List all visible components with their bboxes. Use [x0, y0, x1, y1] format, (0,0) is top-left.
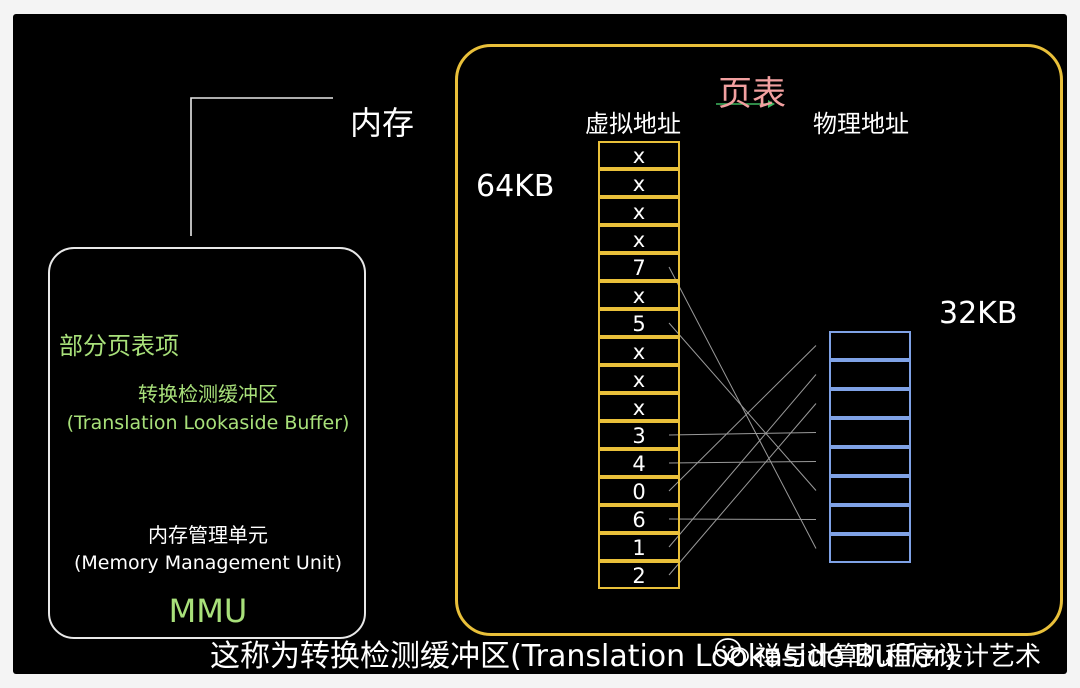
memory-bracket-line — [190, 97, 333, 236]
mmu-box — [48, 247, 366, 639]
virtual-page-entry: 2 — [598, 561, 680, 589]
physical-space-size: 32KB — [939, 296, 1018, 331]
virtual-page-entry: x — [598, 365, 680, 393]
virtual-page-entry: x — [598, 225, 680, 253]
physical-frame — [829, 476, 911, 505]
page-table-box — [455, 44, 1063, 636]
watermark-text: 禅与计算机程序设计艺术 — [755, 642, 1042, 672]
mapping-line — [668, 432, 817, 436]
virtual-page-entry: x — [598, 337, 680, 365]
virtual-space-size: 64KB — [476, 169, 555, 204]
mmu-label-cn: 内存管理单元 — [148, 523, 268, 547]
mapping-line — [668, 461, 817, 464]
virtual-page-entry: x — [598, 281, 680, 309]
memory-label: 内存 — [350, 104, 415, 142]
tlb-label-cn: 转换检测缓冲区 — [138, 382, 278, 406]
virtual-page-entry: 1 — [598, 533, 680, 561]
physical-frame — [829, 447, 911, 476]
mapping-line — [668, 403, 817, 576]
mapping-line — [668, 345, 817, 492]
physical-frame — [829, 505, 911, 534]
virtual-page-entry: x — [598, 141, 680, 169]
page-mapping-lines — [668, 266, 817, 576]
mapping-line — [668, 322, 817, 491]
virtual-page-entry: 5 — [598, 309, 680, 337]
physical-frame — [829, 331, 911, 360]
virtual-page-entry: x — [598, 169, 680, 197]
mapping-arrow-head — [768, 100, 775, 108]
mapping-line — [668, 518, 817, 520]
virtual-page-entry: 0 — [598, 477, 680, 505]
page-table-title: 页表 — [718, 74, 786, 114]
physical-address-label: 物理地址 — [813, 110, 909, 138]
virtual-page-entry: 6 — [598, 505, 680, 533]
tlb-label-en: (Translation Lookaside Buffer) — [66, 412, 350, 434]
video-subtitle: 这称为转换检测缓冲区(Translation Lookaside Buffer) — [210, 639, 957, 674]
mapping-line — [668, 266, 817, 549]
virtual-page-entry: 4 — [598, 449, 680, 477]
physical-frame — [829, 389, 911, 418]
slide-canvas: 内存 部分页表项 转换检测缓冲区 (Translation Lookaside … — [13, 14, 1067, 674]
physical-frame — [829, 360, 911, 389]
virtual-page-entry: 7 — [598, 253, 680, 281]
partial-entries-label: 部分页表项 — [59, 332, 179, 360]
physical-frame — [829, 534, 911, 563]
virtual-page-entry: x — [598, 393, 680, 421]
virtual-page-entry: 3 — [598, 421, 680, 449]
mmu-abbreviation: MMU — [168, 592, 248, 630]
mmu-label-en: (Memory Management Unit) — [73, 552, 342, 574]
physical-frame — [829, 418, 911, 447]
wechat-icon — [715, 638, 749, 665]
virtual-address-label: 虚拟地址 — [585, 110, 681, 138]
connector-layer — [190, 97, 817, 576]
virtual-page-entry: x — [598, 197, 680, 225]
mapping-line — [668, 374, 817, 548]
